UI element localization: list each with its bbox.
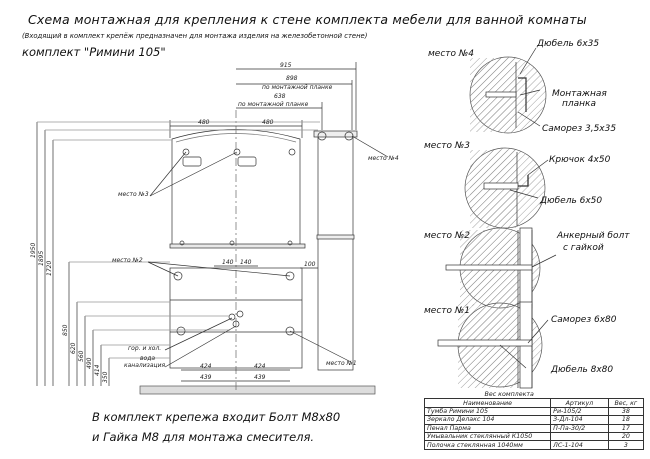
row-name: Тумба Римини 105 [423, 406, 552, 417]
row-article: П-Па-30/2 [550, 423, 609, 433]
dim-898: 898 [286, 75, 298, 82]
height-1950: 1950 [30, 243, 37, 258]
dim-638: 638 [274, 93, 286, 100]
dim-424-left: 424 [200, 363, 212, 370]
detail-1-place: место №1 [424, 306, 470, 316]
floor [139, 385, 376, 395]
row-name: Зеркало Делакс 104 [423, 415, 552, 425]
height-620: 620 [70, 342, 77, 354]
row-weight: 38 [607, 406, 645, 417]
detail-4-strip-1: Монтажная [552, 89, 607, 99]
weight-table-caption: Вес комплекта [484, 391, 534, 399]
dim-439-left: 439 [200, 374, 212, 381]
callout-place-1: место №1 [326, 360, 357, 367]
dim-424-right: 424 [254, 363, 266, 370]
callout-place-4: место №4 [368, 155, 399, 162]
dim-480-right: 480 [262, 119, 274, 126]
row-weight: 17 [607, 423, 645, 433]
detail-4-dowel: Дюбель 6х35 [536, 39, 599, 49]
height-1895: 1895 [38, 251, 45, 266]
row-article: З-Дл-104 [550, 415, 609, 425]
detail-4-place: место №4 [428, 49, 474, 59]
table-row: Полочка стеклянная 1040мм ЛС-1-104 3 [423, 440, 645, 450]
detail-3-place: место №3 [424, 141, 470, 151]
callout-hot-cold: гор. и хол. [128, 345, 161, 352]
height-560: 560 [78, 350, 85, 362]
height-490: 490 [86, 357, 93, 369]
height-414: 414 [94, 364, 101, 376]
weight-table-header: Наименование Артикул Вес, кг [423, 398, 645, 408]
detail-place-1 [437, 301, 549, 389]
table-row: Пенал Парма П-Па-30/2 17 [423, 423, 645, 433]
detail-3-hook: Крючок 4х50 [549, 155, 611, 165]
callout-place-2: место №2 [112, 257, 143, 264]
sheet-subtitle: (Входящий в комплект крепёж предназначен… [22, 32, 368, 40]
callout-sewer: канализация [124, 362, 165, 369]
kit-note-line-1: В комплект крепежа входит Болт М8х80 [92, 410, 341, 424]
detail-1-screw: Саморез 6х80 [551, 315, 617, 325]
dim-480-left: 480 [198, 119, 210, 126]
table-row: Тумба Римини 105 Ри-105/2 38 [423, 406, 645, 417]
table-row: Зеркало Делакс 104 З-Дл-104 18 [423, 415, 645, 425]
row-article: ЛС-1-104 [550, 440, 609, 450]
detail-1-dowel: Дюбель 8х80 [550, 365, 613, 375]
callout-place-3: место №3 [118, 191, 149, 198]
row-name: Умывальник стеклянный К1050 [423, 431, 552, 442]
row-weight: 3 [607, 440, 645, 450]
row-weight: 20 [607, 431, 645, 442]
height-1720: 1720 [46, 261, 53, 276]
dim-140-right: 140 [240, 259, 252, 266]
dim-915: 915 [280, 62, 292, 69]
row-name: Пенал Парма [423, 423, 552, 433]
detail-2-place: место №2 [424, 231, 470, 241]
row-weight: 18 [607, 415, 645, 425]
header-article: Артикул [550, 398, 609, 408]
header-weight: Вес, кг [607, 398, 645, 408]
weight-table: Вес комплекта Наименование Артикул Вес, … [423, 391, 645, 450]
dim-140-left: 140 [222, 259, 234, 266]
sheet-title: Схема монтажная для крепления к стене ко… [28, 12, 587, 27]
detail-4-strip-2: планка [562, 99, 596, 109]
row-name: Полочка стеклянная 1040мм [423, 440, 552, 450]
detail-place-4 [469, 47, 547, 134]
dim-100: 100 [304, 261, 316, 268]
detail-place-2 [445, 227, 557, 309]
detail-4-screw: Саморез 3,5х35 [542, 124, 616, 134]
detail-3-dowel: Дюбель 6х50 [539, 196, 602, 206]
callout-water: вода [140, 355, 155, 362]
height-350: 350 [102, 371, 109, 383]
dim-638-label: по монтажной планке [238, 101, 309, 108]
detail-2-anchor-1: Анкерный болт [556, 231, 630, 241]
header-name: Наименование [423, 398, 552, 408]
height-850: 850 [62, 324, 69, 336]
row-article: Ри-105/2 [550, 406, 609, 417]
glass-shelf [169, 243, 306, 249]
detail-2-anchor-2: с гайкой [563, 243, 604, 253]
row-article [550, 431, 609, 442]
table-row: Умывальник стеклянный К1050 20 [423, 431, 645, 442]
kit-label: комплект "Римини 105" [22, 45, 166, 59]
dim-439-right: 439 [254, 374, 266, 381]
kit-note-line-2: и Гайка М8 для монтажа смесителя. [92, 430, 315, 444]
dim-898-label: по монтажной планке [262, 84, 333, 91]
detail-place-3 [464, 147, 549, 229]
